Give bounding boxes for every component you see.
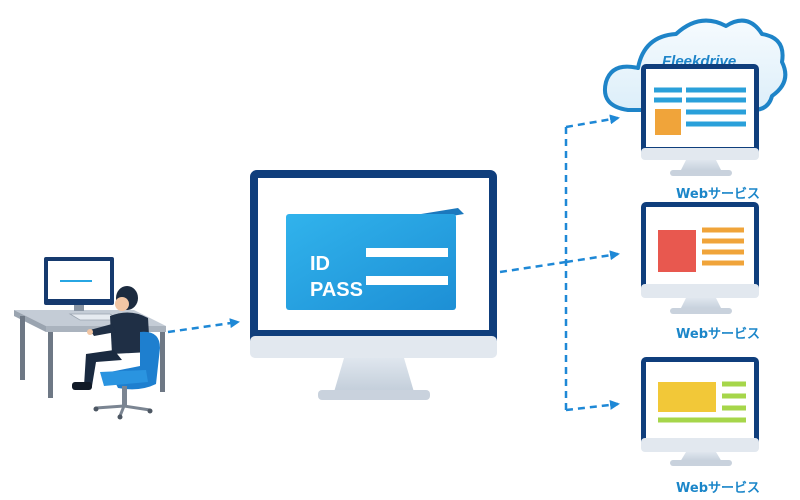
- id-field: [366, 248, 448, 257]
- arrow-to-service-2: [565, 250, 620, 264]
- pass-field: [366, 276, 448, 285]
- arrow-login-to-services: [499, 260, 567, 274]
- service-3-label: Webサービス: [676, 480, 760, 496]
- user-at-desk: [14, 257, 166, 420]
- service-1-orange-block: [655, 109, 681, 135]
- service-monitor-2: Webサービス: [641, 202, 760, 342]
- login-panel: ID PASS: [286, 208, 464, 310]
- desk-computer-icon: [44, 257, 122, 321]
- flow-arrows: [167, 114, 620, 412]
- login-monitor-stand: [334, 358, 414, 392]
- arrow-user-to-login: [167, 318, 240, 334]
- service-1-label: Webサービス: [676, 186, 760, 202]
- arrow-to-service-3: [565, 399, 620, 412]
- login-monitor: ID PASS: [250, 170, 497, 400]
- chair-icon: [93, 331, 160, 420]
- pass-label: PASS: [310, 279, 363, 301]
- service-2-red-block: [658, 230, 696, 272]
- id-label: ID: [310, 253, 330, 275]
- service-monitor-3: Webサービス: [641, 357, 760, 496]
- service-2-label: Webサービス: [676, 326, 760, 342]
- arrow-to-service-1: [565, 114, 620, 129]
- login-monitor-chin: [250, 336, 497, 358]
- service-monitor-1: Webサービス: [641, 64, 760, 202]
- service-3-yellow-block: [658, 382, 716, 412]
